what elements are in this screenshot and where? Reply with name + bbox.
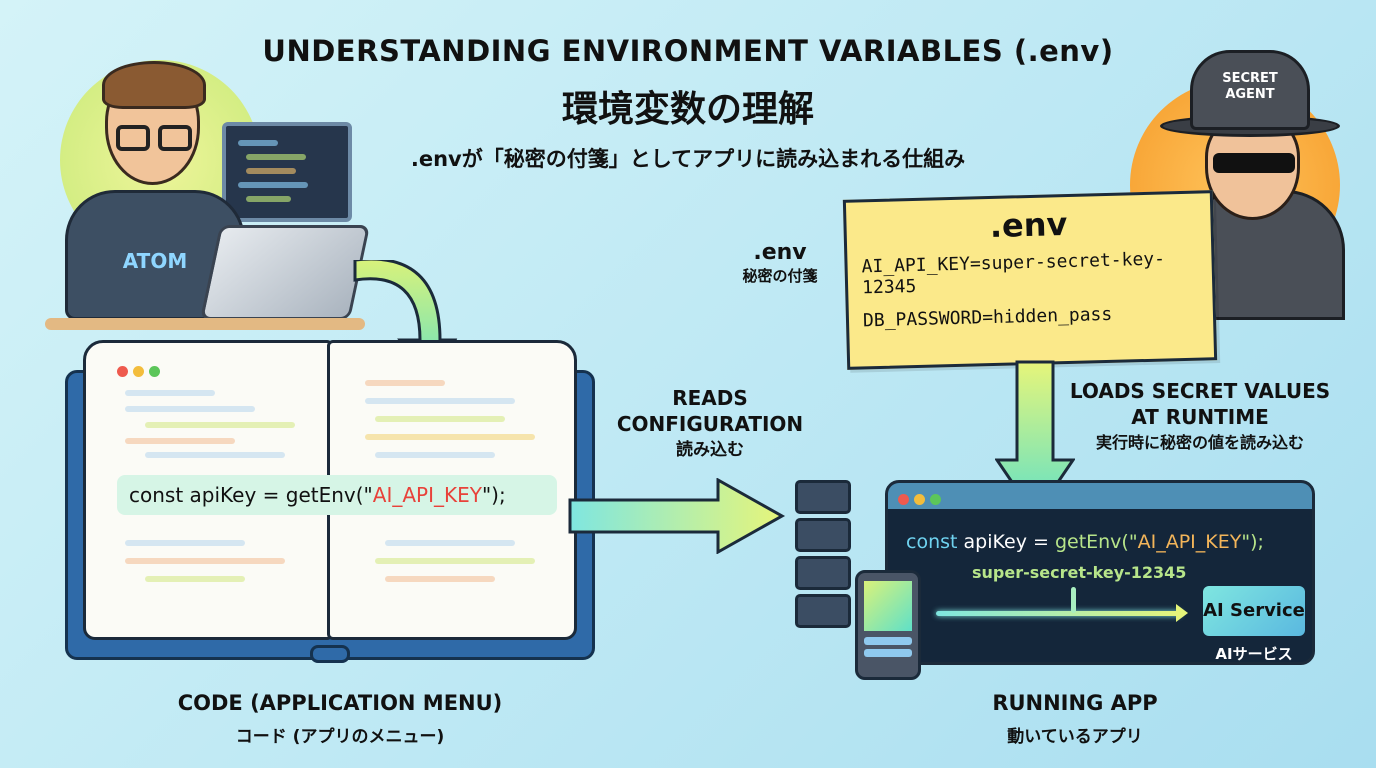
page-title-ja: 環境変数の理解 (561, 89, 814, 130)
developer-illustration: ATOM (40, 40, 371, 340)
secret-value: super-secret-key-12345 (972, 563, 1187, 582)
running-app-window: const apiKey = getEnv("AI_API_KEY"); sup… (885, 480, 1315, 665)
page-title: UNDERSTANDING ENVIRONMENT VARIABLES (.en… (262, 34, 1114, 68)
code-label-ja: コード (アプリのメニュー) (235, 727, 445, 747)
desk (45, 318, 365, 330)
glasses (116, 125, 150, 151)
loads-ja: 実行時に秘密の値を読み込む (1095, 433, 1304, 452)
code-label: CODE (APPLICATION MENU) (177, 691, 503, 715)
code-text: const apiKey = getEnv(" (129, 483, 373, 507)
loads-line2: AT RUNTIME (1131, 405, 1269, 429)
app-titlebar (888, 483, 1312, 509)
monitor (222, 122, 352, 222)
env-side-label-ja: 秘密の付箋 (742, 267, 818, 285)
env-side-label: .env 秘密の付箋 (720, 240, 840, 286)
code-fn: getEnv(" (1054, 531, 1138, 553)
code-var: apiKey = (957, 531, 1055, 553)
loads-label: LOADS SECRET VALUES AT RUNTIME 実行時に秘密の値を… (1055, 378, 1345, 456)
code-suffix: "); (481, 483, 506, 507)
env-line-api-key: AI_API_KEY=super-secret-key-12345 (861, 248, 1166, 299)
reads-ja: 読み込む (676, 440, 744, 460)
code-key: AI_API_KEY (1137, 531, 1242, 553)
app-code: const apiKey = getEnv("AI_API_KEY"); (906, 531, 1264, 553)
code-highlight: const apiKey = getEnv("AI_API_KEY"); (117, 475, 557, 515)
reads-line2: CONFIGURATION (616, 412, 804, 436)
env-side-label-title: .env (753, 240, 807, 265)
sunglasses (1213, 153, 1295, 173)
book-clasp (310, 645, 350, 663)
window-dots (117, 362, 165, 381)
code-book: const apiKey = getEnv("AI_API_KEY"); (65, 340, 595, 665)
loads-line1: LOADS SECRET VALUES (1069, 379, 1331, 403)
env-line-db-password: DB_PASSWORD=hidden_pass (862, 303, 1113, 332)
phone-icon (855, 570, 921, 680)
code-key: AI_API_KEY (372, 483, 482, 507)
laptop (199, 225, 371, 320)
env-note-title: .env (989, 205, 1068, 246)
running-app-label-ja: 動いているアプリ (1007, 727, 1143, 747)
code-end: "); (1241, 531, 1264, 553)
reads-line1: READS (672, 386, 748, 410)
reads-label: READS CONFIGURATION 読み込む (600, 385, 820, 463)
env-sticky-note: .env AI_API_KEY=super-secret-key-12345 D… (842, 190, 1218, 370)
ai-service-box: AI Service (1203, 586, 1305, 636)
reads-arrow (568, 478, 786, 554)
code-const: const (906, 531, 958, 553)
ai-service-ja: AIサービス (1215, 645, 1293, 663)
hat-label: SECRET AGENT (1190, 50, 1310, 130)
developer-head (102, 61, 206, 185)
page-subtitle: .envが「秘密の付箋」としてアプリに読み込まれる仕組み (410, 147, 966, 171)
data-flow-line (936, 611, 1181, 616)
server-icon (795, 480, 851, 628)
running-app-label: RUNNING APP (992, 691, 1158, 715)
